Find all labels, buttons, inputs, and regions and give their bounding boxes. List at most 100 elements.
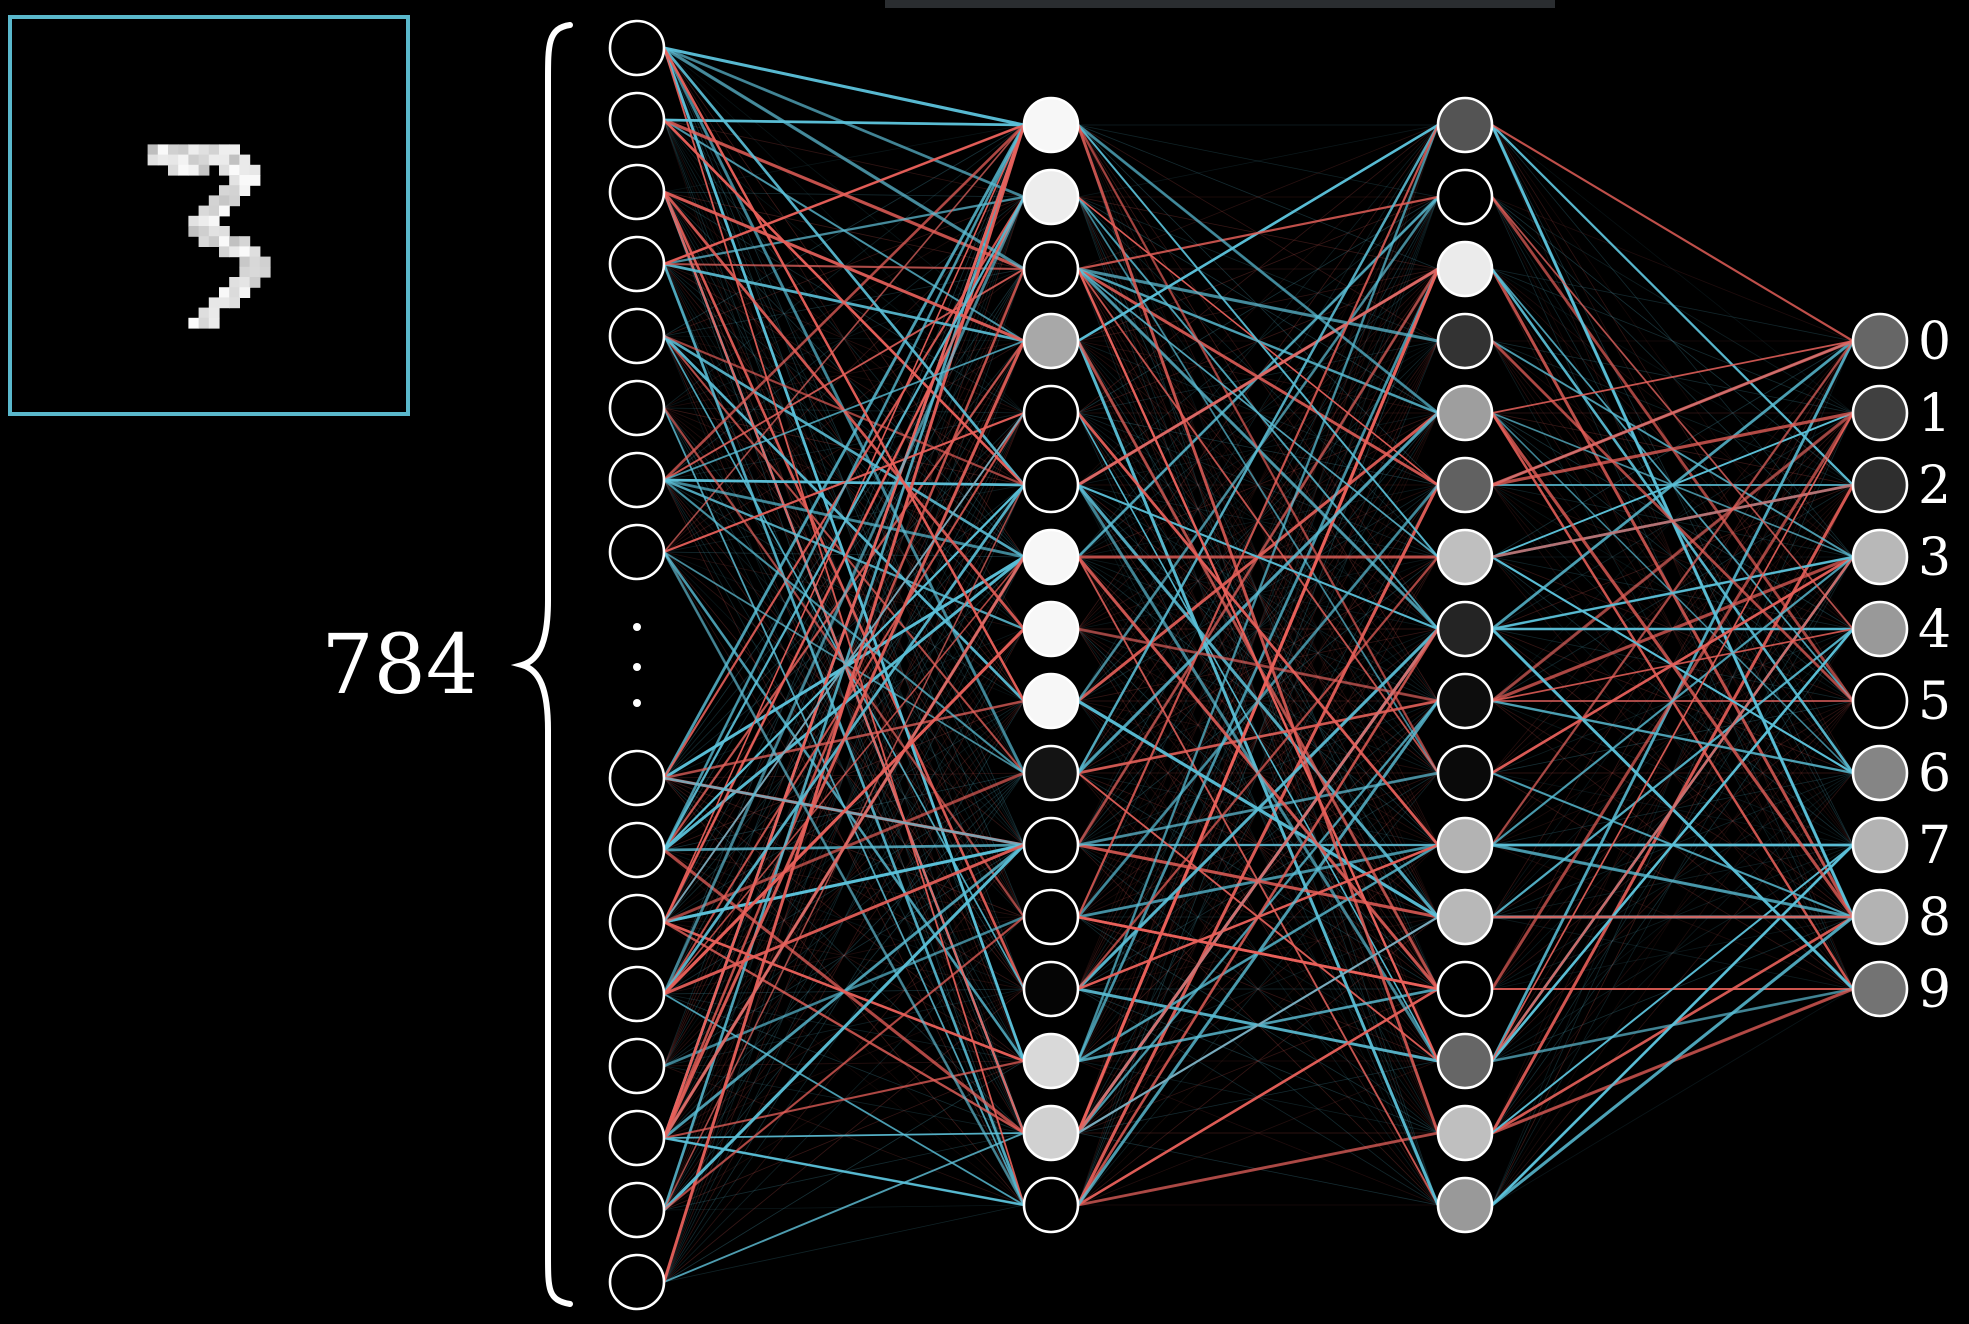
- weak-connection: [1077, 916, 1439, 1062]
- weak-connection: [663, 551, 1025, 1134]
- strong-connection: [1077, 987, 1439, 1207]
- digit-pixel: [229, 236, 240, 247]
- input-neuron: [608, 749, 666, 807]
- digit-pixel: [249, 175, 261, 186]
- strong-connection: [1076, 268, 1440, 1062]
- digit-pixel: [198, 215, 210, 227]
- digit-pixel: [219, 195, 230, 207]
- input-neuron: [608, 1253, 666, 1311]
- output-neuron: [1851, 888, 1909, 946]
- hidden1-neuron: [1022, 744, 1080, 802]
- digit-pixel: [188, 215, 200, 227]
- input-neuron: [608, 19, 666, 77]
- hidden1-neuron: [1022, 600, 1080, 658]
- strong-connection: [662, 124, 1026, 1283]
- hidden2-neuron: [1436, 1104, 1494, 1162]
- strong-connection: [663, 407, 1025, 1206]
- strong-connection: [662, 47, 1026, 702]
- hidden1-neuron: [1022, 1032, 1080, 1090]
- hidden1-neuron: [1022, 384, 1080, 442]
- output-label-0: 0: [1918, 312, 1951, 372]
- hidden1-neuron: [1022, 816, 1080, 874]
- hidden1-neuron: [1022, 672, 1080, 730]
- strong-connection: [663, 118, 1025, 127]
- input-neuron: [608, 1037, 666, 1095]
- weak-connection: [1491, 988, 1854, 1206]
- hidden2-neuron: [1436, 384, 1494, 442]
- hidden1-neuron: [1022, 312, 1080, 370]
- digit-pixel: [239, 175, 251, 186]
- strong-connection: [1491, 412, 1854, 558]
- strong-connection: [663, 551, 1025, 774]
- digit-pixel: [168, 164, 179, 176]
- digit-pixel: [229, 297, 240, 309]
- strong-connection: [663, 1059, 1025, 1140]
- output-label-8: 8: [1918, 888, 1951, 948]
- strong-connection: [663, 334, 1025, 559]
- input-neuron: [608, 893, 666, 951]
- hidden2-neuron: [1436, 1176, 1494, 1234]
- hidden2-neuron: [1436, 528, 1494, 586]
- output-neuron: [1851, 600, 1909, 658]
- output-label-4: 4: [1918, 600, 1951, 660]
- digit-pixel: [239, 266, 251, 278]
- strong-connection: [1491, 915, 1854, 1207]
- strong-connection: [662, 196, 1026, 995]
- strong-connection: [662, 551, 1026, 1206]
- output-neuron: [1851, 816, 1909, 874]
- digit-pixel: [229, 277, 240, 288]
- weak-connection: [663, 849, 1025, 1062]
- strong-connection: [1077, 484, 1439, 630]
- output-label-1: 1: [1918, 384, 1951, 444]
- output-labels: 0 1 2 3 4 5 6 7 8 9: [1918, 312, 1951, 1020]
- strong-connection: [662, 556, 1026, 1139]
- strong-connection: [662, 843, 1026, 1212]
- digit-pixel: [208, 236, 220, 247]
- digit-pixel: [219, 297, 230, 309]
- strong-connection: [1076, 484, 1440, 918]
- ellipsis-dots: [633, 623, 641, 707]
- neurons: [608, 19, 1909, 1311]
- output-neuron: [1851, 456, 1909, 514]
- digit-pixel: [208, 215, 220, 227]
- weak-connection: [1077, 844, 1439, 1134]
- weak-connection: [1077, 124, 1439, 198]
- digit-pixel: [219, 246, 230, 258]
- hidden1-neuron: [1022, 960, 1080, 1018]
- digit-pixel: [219, 205, 230, 217]
- hidden2-neuron: [1436, 816, 1494, 874]
- digit-pixel: [219, 164, 230, 176]
- hidden1-neuron: [1022, 1176, 1080, 1234]
- strong-connection: [663, 478, 1025, 559]
- strong-connection: [1491, 196, 1854, 630]
- hidden2-neuron: [1436, 744, 1494, 802]
- input-neuron: [608, 307, 666, 365]
- output-label-6: 6: [1918, 744, 1951, 804]
- hidden2-neuron: [1436, 1032, 1494, 1090]
- hidden1-neuron: [1022, 168, 1080, 226]
- digit-pixel: [219, 185, 230, 196]
- hidden2-neuron: [1436, 888, 1494, 946]
- hidden2-neuron: [1436, 168, 1494, 226]
- strong-connection: [1077, 124, 1439, 558]
- output-neuron: [1851, 672, 1909, 730]
- strong-connection: [663, 1132, 1025, 1139]
- weak-connection: [663, 479, 1025, 1062]
- strong-connection: [1077, 123, 1439, 415]
- digit-pixel: [208, 205, 220, 217]
- hidden1-neuron: [1022, 96, 1080, 154]
- digit-pixel: [219, 226, 230, 237]
- weak-connection: [1077, 124, 1439, 198]
- digit-pixel: [147, 154, 159, 166]
- output-label-9: 9: [1918, 960, 1951, 1020]
- input-image-panel: [8, 15, 410, 416]
- digit-pixel: [229, 144, 240, 156]
- input-neuron: [608, 821, 666, 879]
- digit-pixel: [219, 144, 230, 156]
- digit-pixel: [198, 236, 210, 247]
- digit-pixel: [249, 246, 261, 258]
- ellipsis-dot: [633, 663, 641, 671]
- hidden2-neuron: [1436, 456, 1494, 514]
- strong-connection: [1491, 483, 1854, 559]
